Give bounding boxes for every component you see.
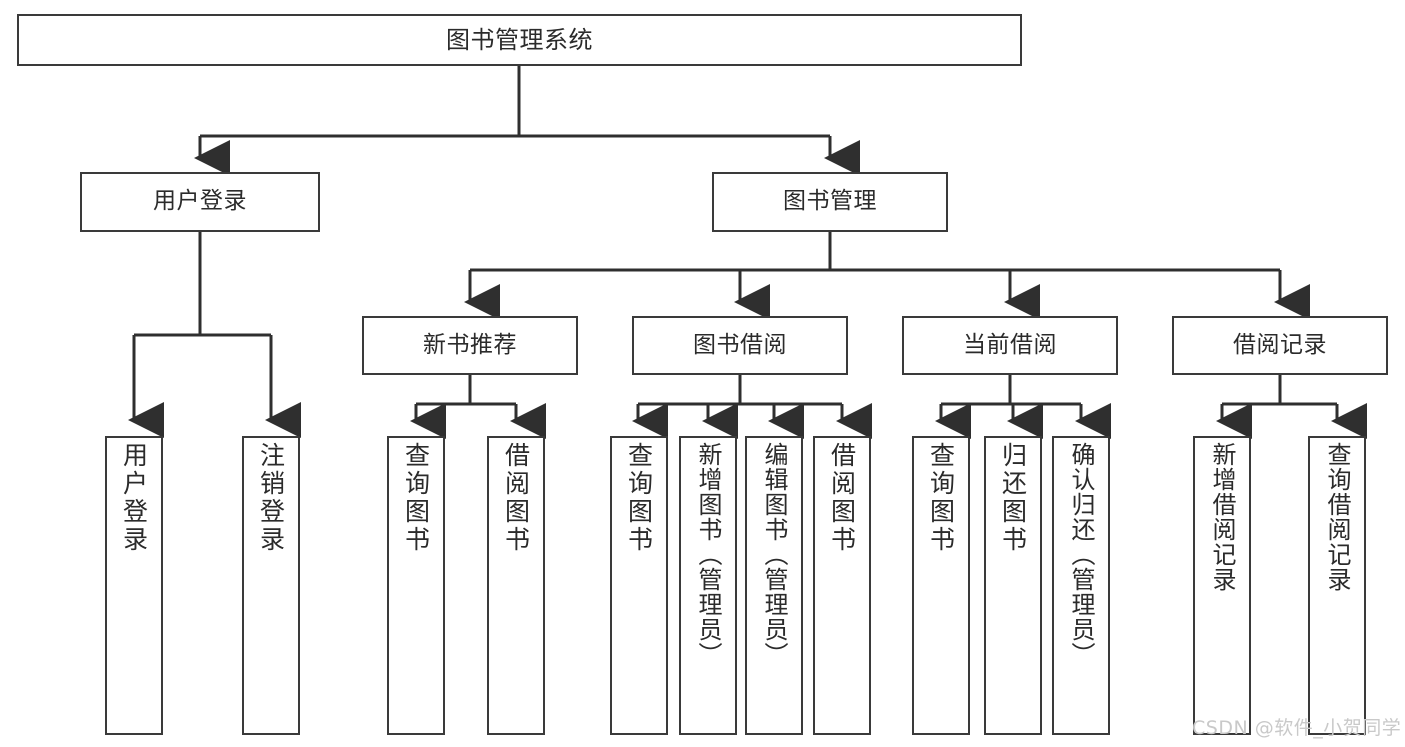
node-label: 编辑图书（管理员）: [760, 442, 788, 667]
node-label: 查询图书: [926, 442, 956, 554]
node-label: 用户登录: [119, 442, 149, 554]
leaf-query-book-recommend[interactable]: 查询图书: [387, 436, 445, 735]
node-user-login[interactable]: 用户登录: [80, 172, 320, 232]
node-label: 新增借阅记录: [1208, 442, 1236, 592]
leaf-borrow-book[interactable]: 借阅图书: [813, 436, 871, 735]
node-book-manage[interactable]: 图书管理: [712, 172, 948, 232]
node-current-borrow[interactable]: 当前借阅: [902, 316, 1118, 375]
node-label: 确认归还（管理员）: [1067, 442, 1095, 667]
leaf-query-borrow-record[interactable]: 查询借阅记录: [1308, 436, 1366, 735]
leaf-logout[interactable]: 注销登录: [242, 436, 300, 735]
node-label: 注销登录: [256, 442, 286, 554]
leaf-query-book-borrow[interactable]: 查询图书: [610, 436, 668, 735]
node-new-book-recommend[interactable]: 新书推荐: [362, 316, 578, 375]
node-label: 借阅图书: [501, 442, 531, 554]
leaf-edit-book-admin[interactable]: 编辑图书（管理员）: [745, 436, 803, 735]
node-book-borrow[interactable]: 图书借阅: [632, 316, 848, 375]
node-label: 查询图书: [401, 442, 431, 554]
node-label: 图书管理: [783, 188, 877, 215]
node-label: 查询图书: [624, 442, 654, 554]
csdn-watermark: CSDN @软件_小贺同学: [1192, 717, 1402, 739]
node-label: 当前借阅: [963, 331, 1057, 358]
node-label: 用户登录: [153, 188, 247, 215]
node-label: 图书管理系统: [446, 25, 593, 54]
node-label: 图书借阅: [693, 331, 787, 358]
leaf-add-book-admin[interactable]: 新增图书（管理员）: [679, 436, 737, 735]
node-label: 新增图书（管理员）: [694, 442, 722, 667]
node-label: 新书推荐: [423, 331, 517, 358]
node-label: 查询借阅记录: [1323, 442, 1351, 592]
node-label: 借阅记录: [1233, 331, 1327, 358]
node-label: 借阅图书: [827, 442, 857, 554]
node-borrow-record[interactable]: 借阅记录: [1172, 316, 1388, 375]
node-label: 归还图书: [998, 442, 1028, 554]
leaf-add-borrow-record[interactable]: 新增借阅记录: [1193, 436, 1251, 735]
leaf-confirm-return-admin[interactable]: 确认归还（管理员）: [1052, 436, 1110, 735]
leaf-query-book-current[interactable]: 查询图书: [912, 436, 970, 735]
leaf-borrow-book-recommend[interactable]: 借阅图书: [487, 436, 545, 735]
leaf-return-book[interactable]: 归还图书: [984, 436, 1042, 735]
node-root-system[interactable]: 图书管理系统: [17, 14, 1022, 66]
leaf-user-login[interactable]: 用户登录: [105, 436, 163, 735]
